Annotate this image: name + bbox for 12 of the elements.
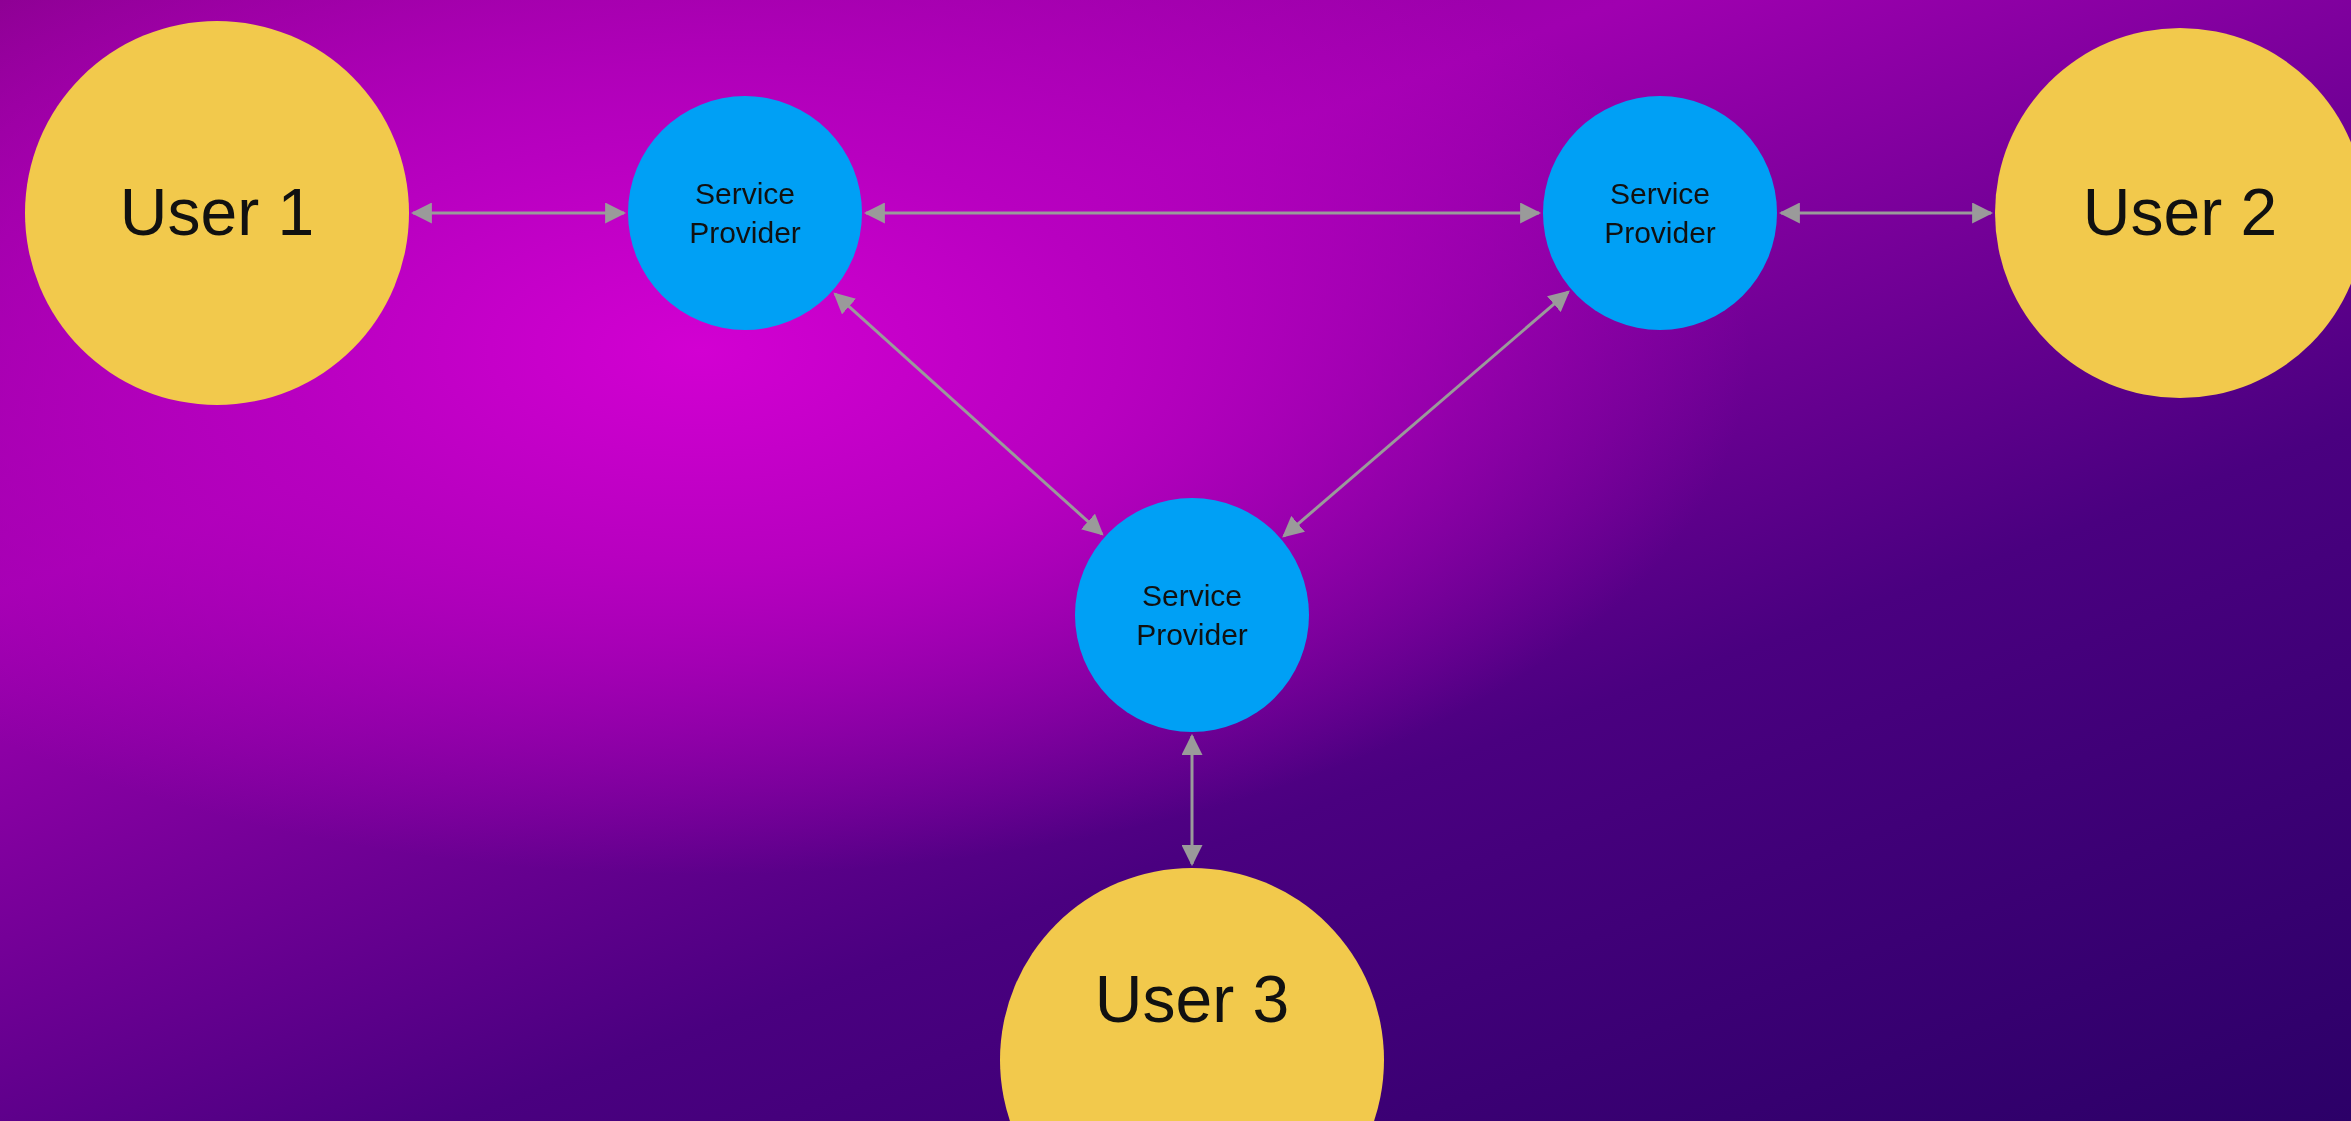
double-arrow bbox=[410, 202, 627, 224]
double-arrow bbox=[1282, 290, 1570, 538]
node-label: User 1 bbox=[119, 174, 315, 252]
double-arrow bbox=[833, 292, 1104, 536]
node-label: Service Provider bbox=[1135, 578, 1249, 653]
double-arrow bbox=[1778, 202, 1994, 224]
double-arrow bbox=[1181, 733, 1203, 867]
node-label: User 3 bbox=[1094, 961, 1290, 1039]
node-label: Service Provider bbox=[688, 176, 802, 251]
node-label: User 2 bbox=[2082, 174, 2278, 252]
node-label: Service Provider bbox=[1603, 176, 1717, 251]
double-arrow bbox=[863, 202, 1542, 224]
